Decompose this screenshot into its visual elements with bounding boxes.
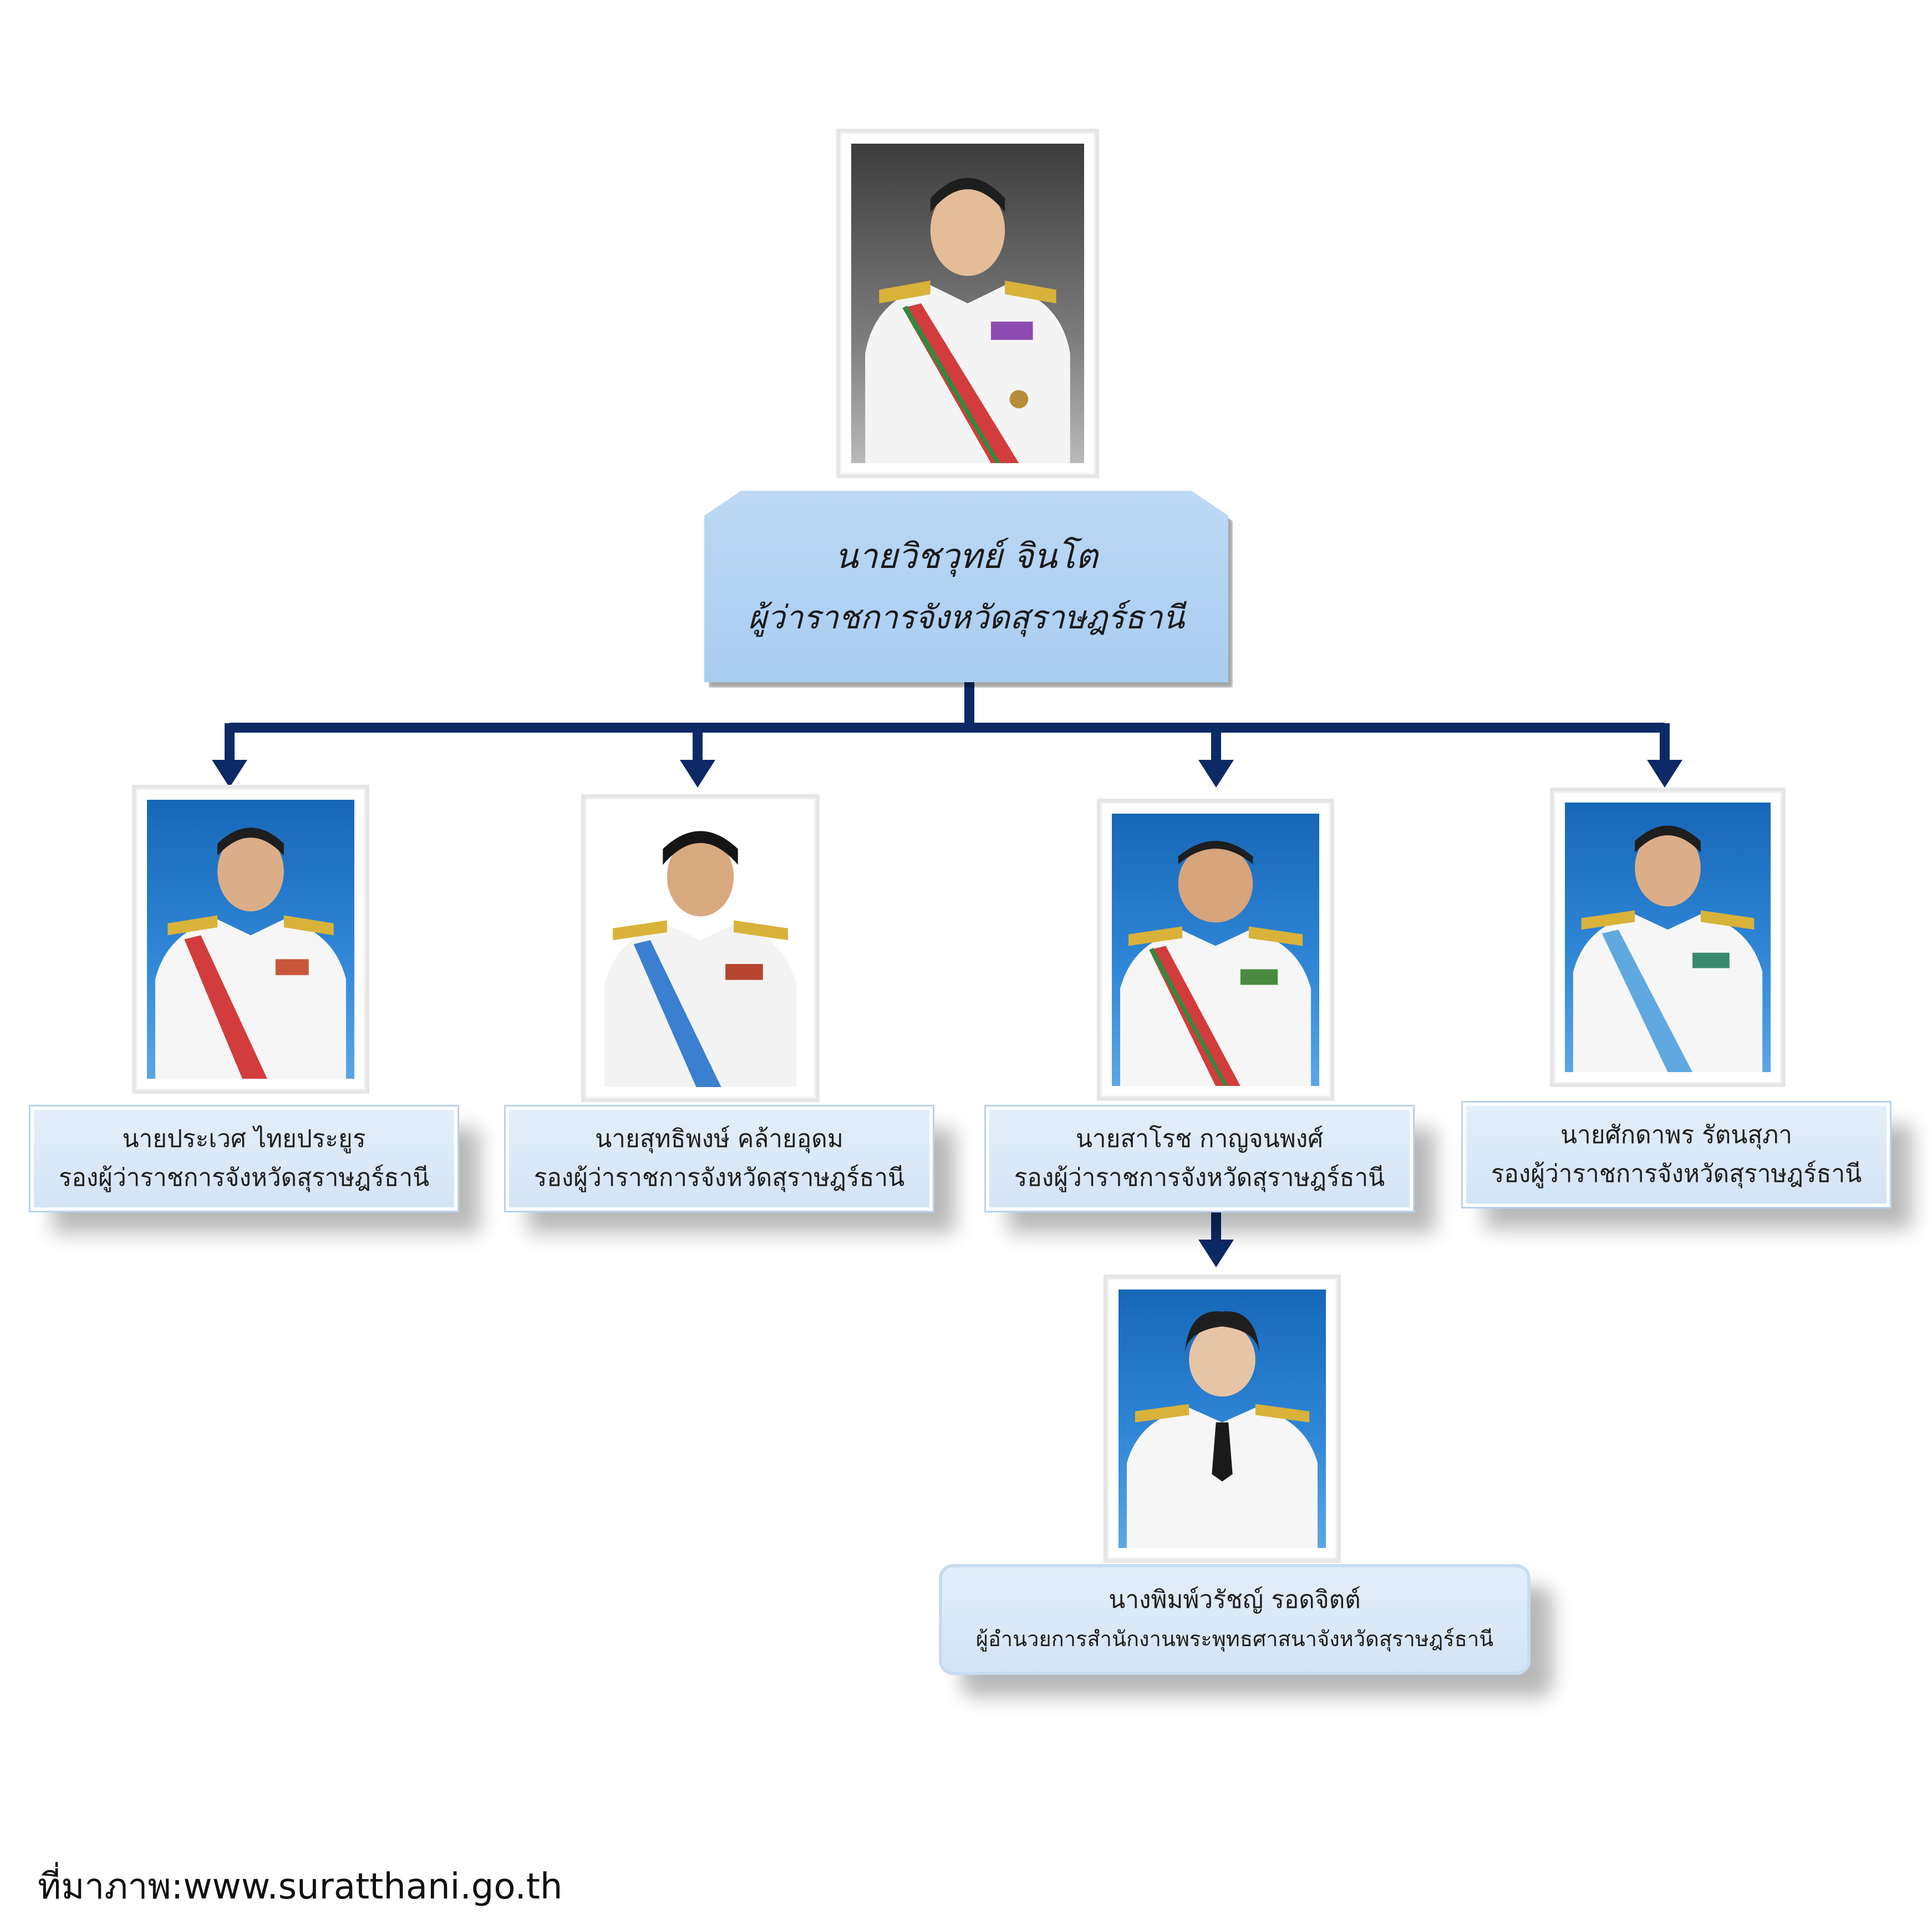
person-silhouette-icon — [1126, 1311, 1318, 1548]
deputy-3-box: นายสาโรช กาญจนพงศ์ รองผู้ว่าราชการจังหวั… — [984, 1105, 1415, 1212]
arrowhead-deputy-1 — [212, 760, 247, 788]
person-silhouette-icon — [865, 177, 1070, 463]
deputy-1-box: นายประเวศ ไทยประยูร รองผู้ว่าราชการจังหว… — [29, 1105, 459, 1212]
deputy-3-title: รองผู้ว่าราชการจังหวัดสุราษฎร์ธานี — [1014, 1164, 1385, 1192]
deputy-2-photo-frame — [581, 794, 820, 1102]
arrowhead-deputy-3 — [1198, 760, 1234, 788]
deputy-2-title: รองผู้ว่าราชการจังหวัดสุราษฎร์ธานี — [533, 1164, 905, 1192]
deputy-2-photo — [596, 809, 805, 1087]
person-silhouette-icon — [155, 828, 347, 1079]
deputy-4-title: รองผู้ว่าราชการจังหวัดสุราษฎร์ธานี — [1491, 1160, 1862, 1188]
director-title: ผู้อำนวยการสำนักงานพระพุทธศาสนาจังหวัดสุ… — [975, 1627, 1494, 1651]
governor-box: นายวิชวุทย์ จินโต ผู้ว่าราชการจังหวัดสุร… — [704, 491, 1228, 682]
director-photo — [1118, 1290, 1326, 1548]
deputy-1-photo-frame — [132, 785, 369, 1094]
governor-title: ผู้ว่าราชการจังหวัดสุราษฎร์ธานี — [748, 598, 1184, 636]
director-name: นางพิมพ์วรัชญ์ รอดจิตต์ — [1109, 1586, 1361, 1614]
deputy-3-name: นายสาโรช กาญจนพงศ์ — [1075, 1125, 1324, 1153]
deputy-3-photo-frame — [1097, 799, 1334, 1101]
deputy-4-name: นายศักดาพร รัตนสุภา — [1560, 1121, 1792, 1149]
director-box: นางพิมพ์วรัชญ์ รอดจิตต์ ผู้อำนวยการสำนัก… — [939, 1564, 1531, 1675]
person-silhouette-icon — [604, 831, 796, 1087]
deputy-4-photo — [1565, 803, 1771, 1072]
arrowhead-deputy-2 — [680, 760, 715, 788]
arrowhead-director — [1198, 1240, 1234, 1267]
governor-name: นายวิชวุทย์ จินโต — [835, 535, 1098, 576]
deputy-1-name: นายประเวศ ไทยประยูร — [122, 1125, 366, 1153]
governor-photo-frame — [836, 129, 1099, 478]
person-silhouette-icon — [1573, 825, 1763, 1072]
arrowhead-deputy-4 — [1647, 760, 1682, 788]
person-silhouette-icon — [1120, 841, 1311, 1086]
image-source-caption: ที่มาภาพ:www.suratthani.go.th — [38, 1866, 563, 1907]
deputy-3-photo — [1112, 814, 1319, 1086]
deputy-4-photo-frame — [1550, 788, 1786, 1087]
governor-photo — [851, 144, 1084, 463]
deputy-1-title: รองผู้ว่าราชการจังหวัดสุราษฎร์ธานี — [58, 1164, 430, 1192]
director-photo-frame — [1104, 1275, 1341, 1563]
deputy-4-box: นายศักดาพร รัตนสุภา รองผู้ว่าราชการจังหว… — [1461, 1101, 1892, 1209]
deputy-1-photo — [147, 800, 354, 1079]
deputy-2-box: นายสุทธิพงษ์ คล้ายอุดม รองผู้ว่าราชการจั… — [504, 1105, 934, 1212]
deputy-2-name: นายสุทธิพงษ์ คล้ายอุดม — [595, 1125, 843, 1153]
